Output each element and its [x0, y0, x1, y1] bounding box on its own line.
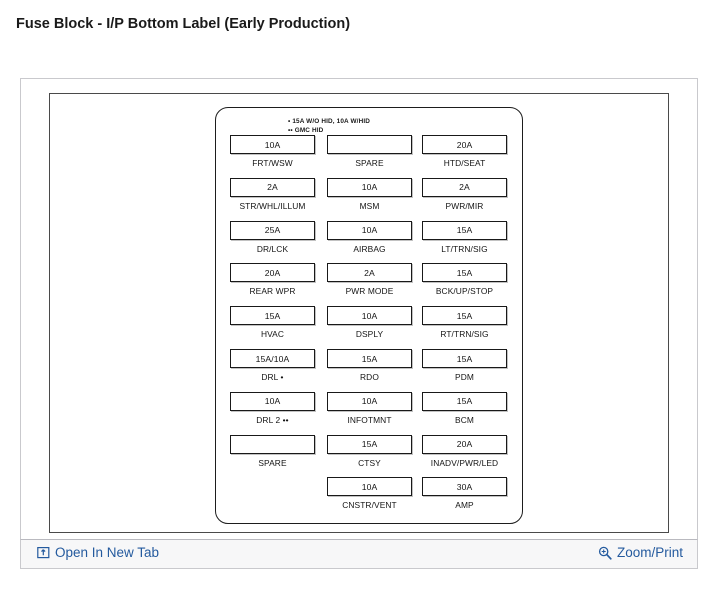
- fuse-circuit-label: HTD/SEAT: [443, 158, 486, 168]
- zoom-print-label: Zoom/Print: [616, 545, 683, 560]
- fuse-cell: 15A HVAC: [230, 306, 315, 346]
- fuse-cell: 15A RDO: [327, 349, 412, 389]
- fuse-cell: 10A AIRBAG: [327, 220, 412, 261]
- magnifier-plus-icon: [598, 546, 612, 560]
- fuse-rating-box: 10A: [230, 391, 315, 411]
- fuse-cell: SPARE: [230, 434, 315, 475]
- fuse-rating-box: 10A: [230, 135, 315, 154]
- fuse-circuit-label: CTSY: [358, 457, 381, 468]
- fuse-circuit-label: DRL •: [261, 372, 284, 382]
- fuse-circuit-label: DR/LCK: [256, 243, 289, 254]
- fuse-cell: 25A DR/LCK: [230, 220, 315, 261]
- fuse-circuit-label: PWR/MIR: [445, 200, 484, 211]
- diagram-viewer-panel: • 15A W/O HID, 10A W/HID •• GMC HID 10A F…: [20, 78, 698, 568]
- fuse-rating-box: 2A: [422, 177, 507, 197]
- fuse-circuit-label: PDM: [455, 372, 474, 382]
- fuse-block-outline: • 15A W/O HID, 10A W/HID •• GMC HID 10A F…: [215, 107, 523, 524]
- fuse-rating-box: 15A/10A: [230, 349, 315, 368]
- fuse-rating-box: 10A: [327, 220, 412, 240]
- fuse-circuit-label: REAR WPR: [249, 286, 296, 297]
- diagram-image-frame: • 15A W/O HID, 10A W/HID •• GMC HID 10A F…: [49, 93, 669, 533]
- fuse-circuit-label: AMP: [455, 500, 474, 511]
- fuse-cell: 10A FRT/WSW: [230, 135, 315, 175]
- fuse-cell: 10A CNSTR/VENT: [327, 477, 412, 517]
- fuse-rating-box: 15A: [422, 263, 507, 283]
- fuse-cell: 20A INADV/PWR/LED: [422, 434, 507, 475]
- fuse-circuit-label: SPARE: [355, 158, 384, 168]
- fuse-circuit-label: RDO: [360, 372, 379, 382]
- fuse-cell: 2A STR/WHL/ILLUM: [230, 177, 315, 218]
- zoom-print-button[interactable]: Zoom/Print: [598, 545, 683, 560]
- fuse-cell: 10A INFOTMNT: [327, 391, 412, 432]
- fuse-circuit-label: AIRBAG: [353, 243, 386, 254]
- fuse-circuit-label: BCM: [455, 414, 474, 425]
- fuse-cell: 30A AMP: [422, 477, 507, 517]
- fuse-rating-box: 20A: [422, 135, 507, 154]
- fuse-rating-box: 25A: [230, 220, 315, 240]
- fuse-rating-box: 20A: [230, 263, 315, 283]
- fuse-circuit-label: DSPLY: [355, 329, 384, 340]
- action-bar: Open In New Tab Zoom/Print: [20, 539, 698, 569]
- fuse-rating-box: 2A: [230, 177, 315, 197]
- fuse-rating-box: 20A: [422, 434, 507, 454]
- fuse-rating-box: [327, 135, 412, 154]
- fuse-circuit-label: MSM: [359, 200, 380, 211]
- legend-notes: • 15A W/O HID, 10A W/HID •• GMC HID: [288, 117, 370, 135]
- fuse-rating-box: 15A: [422, 306, 507, 326]
- fuse-circuit-label: STR/WHL/ILLUM: [239, 200, 306, 211]
- fuse-rating-box: 15A: [327, 434, 412, 454]
- fuse-rating-box: 2A: [327, 263, 412, 283]
- fuse-rating-box: 15A: [422, 220, 507, 240]
- open-in-new-tab-label: Open In New Tab: [55, 545, 160, 560]
- fuse-rating-box: 10A: [327, 177, 412, 197]
- fuse-cell: 2A PWR MODE: [327, 263, 412, 303]
- fuse-cell: 10A DSPLY: [327, 306, 412, 346]
- fuse-circuit-label: INFOTMNT: [347, 414, 392, 425]
- fuse-cell: SPARE: [327, 135, 412, 175]
- fuse-circuit-label: PWR MODE: [345, 286, 394, 297]
- fuse-rating-box: 30A: [422, 477, 507, 497]
- fuse-cell: 15A RT/TRN/SIG: [422, 306, 507, 346]
- fuse-rating-box: 15A: [327, 349, 412, 368]
- fuse-cell: 15A BCK/UP/STOP: [422, 263, 507, 303]
- fuse-rating-box: 10A: [327, 391, 412, 411]
- legend-note-2: •• GMC HID: [288, 127, 324, 134]
- fuse-rating-box: 15A: [422, 349, 507, 368]
- fuse-circuit-label: INADV/PWR/LED: [430, 457, 499, 468]
- fuse-circuit-label: LT/TRN/SIG: [441, 243, 488, 254]
- fuse-circuit-label: SPARE: [258, 457, 287, 468]
- open-in-new-tab-icon: [37, 546, 50, 559]
- fuse-cell: 10A MSM: [327, 177, 412, 218]
- fuse-cell: 15A PDM: [422, 349, 507, 389]
- fuse-cell: 15A CTSY: [327, 434, 412, 475]
- fuse-cell: 10A DRL 2 ••: [230, 391, 315, 432]
- fuse-rating-box: 10A: [327, 306, 412, 326]
- fuse-circuit-label: FRT/WSW: [252, 158, 293, 168]
- fuse-rating-box: 15A: [422, 391, 507, 411]
- legend-note-1: • 15A W/O HID, 10A W/HID: [288, 118, 371, 125]
- fuse-cell: 15A LT/TRN/SIG: [422, 220, 507, 261]
- fuse-circuit-label: DRL 2 ••: [256, 414, 289, 425]
- fuse-cell: 20A REAR WPR: [230, 263, 315, 303]
- open-in-new-tab-button[interactable]: Open In New Tab: [37, 545, 159, 560]
- fuse-circuit-label: HVAC: [260, 329, 285, 340]
- fuse-rating-box: 15A: [230, 306, 315, 326]
- fuse-cell: 15A/10A DRL •: [230, 349, 315, 389]
- fuse-cell: 20A HTD/SEAT: [422, 135, 507, 175]
- fuse-cell: 15A BCM: [422, 391, 507, 432]
- fuse-rating-box: [230, 434, 315, 454]
- page-title: Fuse Block - I/P Bottom Label (Early Pro…: [16, 16, 351, 32]
- fuse-circuit-label: BCK/UP/STOP: [435, 286, 494, 297]
- fuse-cell: 2A PWR/MIR: [422, 177, 507, 218]
- fuse-circuit-label: CNSTR/VENT: [342, 500, 397, 511]
- fuse-rating-box: 10A: [327, 477, 412, 497]
- fuse-circuit-label: RT/TRN/SIG: [440, 329, 489, 340]
